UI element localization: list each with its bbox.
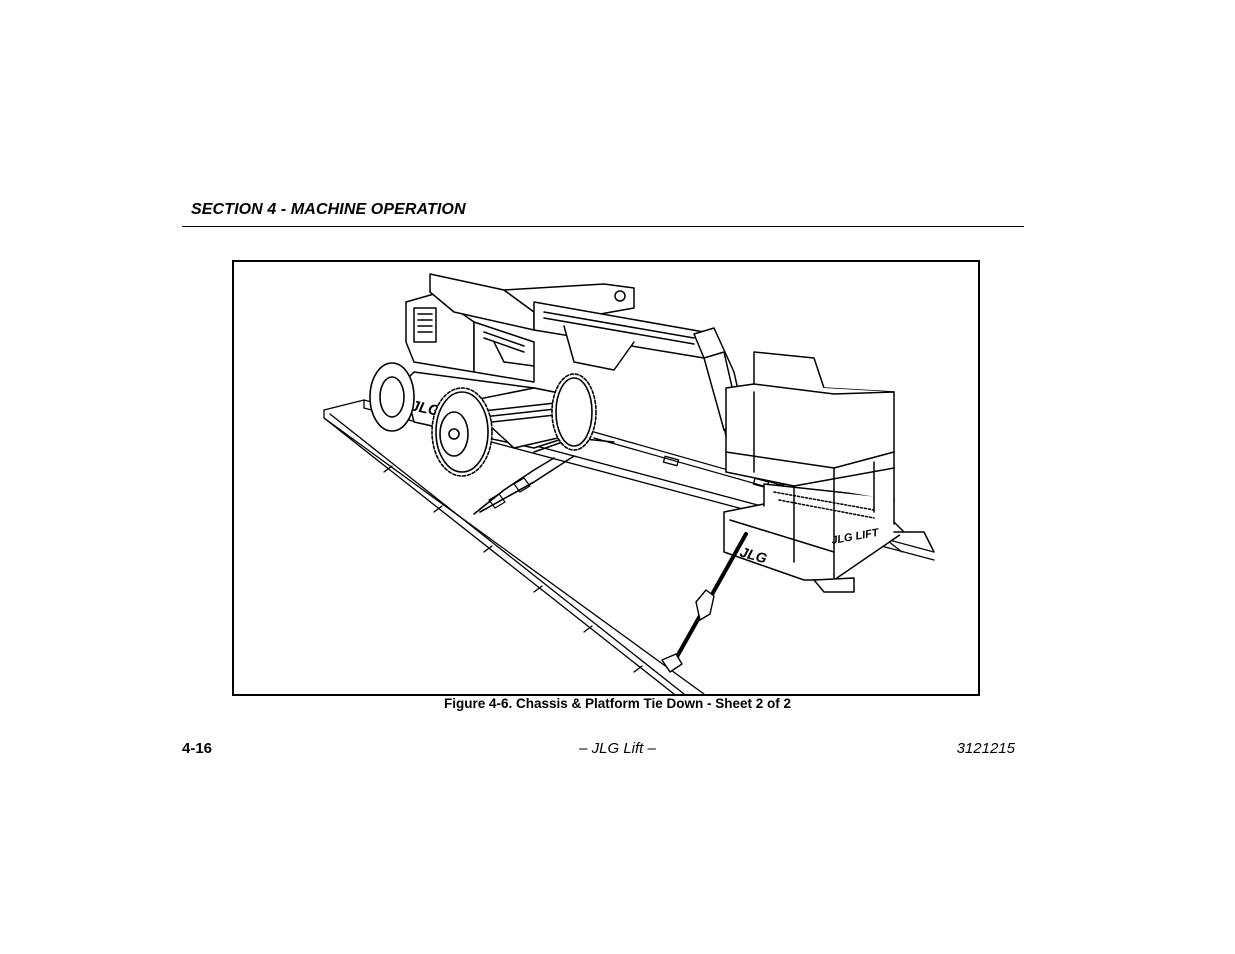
platform-tie-down-strap	[661, 532, 748, 673]
wheels	[369, 362, 597, 477]
platform: JLG JLG LIFT	[723, 351, 935, 593]
header-rule	[182, 226, 1024, 227]
chassis-logo: JLG	[409, 397, 441, 420]
section-title: SECTION 4 - MACHINE OPERATION	[191, 201, 466, 218]
publication-name: – JLG Lift –	[579, 740, 656, 757]
boom-lift-tie-down-illustration: JLG	[323, 273, 935, 694]
figure-frame: JLG	[232, 260, 980, 696]
document-number: 3121215	[956, 740, 1015, 757]
boom	[429, 273, 755, 473]
platform-logo: JLG	[738, 544, 769, 567]
figure-caption: Figure 4-6. Chassis & Platform Tie Down …	[443, 696, 792, 711]
page-number: 4-16	[182, 740, 213, 757]
